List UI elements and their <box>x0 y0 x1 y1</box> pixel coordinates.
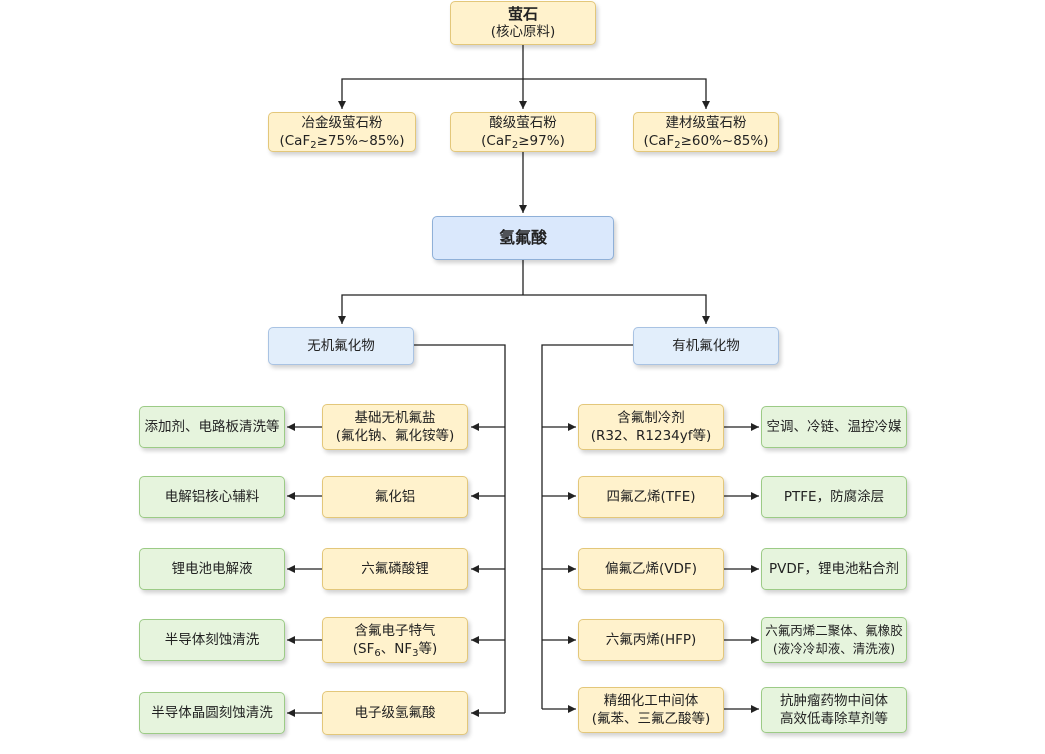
organic-node: 有机氟化物 <box>633 327 779 365</box>
grade-name: 建材级萤石粉 <box>665 115 747 131</box>
product-label: 六氟丙烯(HFP) <box>605 632 697 648</box>
use-label: 空调、冷链、温控冷媒 <box>766 419 902 435</box>
root-title: 萤石 <box>507 5 538 23</box>
grade-name: 冶金级萤石粉 <box>301 115 383 131</box>
inorganic-product-2: 氟化铝 <box>322 476 468 518</box>
organic-use-4: 六氟丙烯二聚体、氟橡胶 (液冷冷却液、清洗液) <box>761 617 907 663</box>
use-label: PTFE，防腐涂层 <box>783 489 885 505</box>
product-label: 含氟制冷剂 <box>617 410 685 426</box>
organic-use-5: 抗肿瘤药物中间体 高效低毒除草剂等 <box>761 687 907 733</box>
inorganic-use-3: 锂电池电解液 <box>139 548 285 590</box>
organic-use-2: PTFE，防腐涂层 <box>761 476 907 518</box>
inorganic-product-3: 六氟磷酸锂 <box>322 548 468 590</box>
use-label: 半导体晶圆刻蚀清洗 <box>151 705 273 721</box>
root-subtitle: (核心原料) <box>490 24 556 40</box>
organic-title: 有机氟化物 <box>672 338 740 354</box>
grade-spec: (CaF2≥60%~85%) <box>643 133 769 151</box>
use-detail: 高效低毒除草剂等 <box>780 711 888 727</box>
root-node-fluorite: 萤石 (核心原料) <box>450 1 596 45</box>
organic-use-3: PVDF，锂电池粘合剂 <box>761 548 907 590</box>
inorganic-title: 无机氟化物 <box>307 338 375 354</box>
organic-product-3: 偏氟乙烯(VDF) <box>578 548 724 590</box>
use-label: 添加剂、电路板清洗等 <box>144 419 280 435</box>
hf-label: 氢氟酸 <box>498 228 547 247</box>
hf-node: 氢氟酸 <box>432 216 614 260</box>
grade-node-acid: 酸级萤石粉 (CaF2≥97%) <box>450 112 596 152</box>
organic-product-4: 六氟丙烯(HFP) <box>578 619 724 661</box>
grade-spec: (CaF2≥97%) <box>481 133 565 151</box>
product-label: 精细化工中间体 <box>603 693 699 709</box>
organic-use-1: 空调、冷链、温控冷媒 <box>761 406 907 448</box>
product-label: 含氟电子特气 <box>354 623 436 639</box>
product-label: 氟化铝 <box>374 489 416 505</box>
inorganic-use-5: 半导体晶圆刻蚀清洗 <box>139 692 285 734</box>
organic-product-2: 四氟乙烯(TFE) <box>578 476 724 518</box>
inorganic-product-4: 含氟电子特气 (SF6、NF3等) <box>322 617 468 663</box>
product-label: 电子级氢氟酸 <box>354 705 436 721</box>
product-detail: (氟化钠、氟化铵等) <box>335 428 455 444</box>
grade-spec: (CaF2≥75%~85%) <box>279 133 405 151</box>
use-label: 半导体刻蚀清洗 <box>164 632 260 648</box>
use-label: 锂电池电解液 <box>171 561 253 577</box>
grade-name: 酸级萤石粉 <box>489 115 557 131</box>
use-label: 六氟丙烯二聚体、氟橡胶 <box>765 623 903 638</box>
product-label: 偏氟乙烯(VDF) <box>605 561 697 577</box>
inorganic-node: 无机氟化物 <box>268 327 414 365</box>
inorganic-product-1: 基础无机氟盐 (氟化钠、氟化铵等) <box>322 404 468 450</box>
product-detail: (R32、R1234yf等) <box>590 428 712 444</box>
inorganic-use-2: 电解铝核心辅料 <box>139 476 285 518</box>
use-label: PVDF，锂电池粘合剂 <box>768 561 900 577</box>
use-label: 电解铝核心辅料 <box>164 489 260 505</box>
grade-node-metallurgical: 冶金级萤石粉 (CaF2≥75%~85%) <box>268 112 416 152</box>
inorganic-use-1: 添加剂、电路板清洗等 <box>139 406 285 448</box>
product-label: 基础无机氟盐 <box>354 410 436 426</box>
grade-node-building: 建材级萤石粉 (CaF2≥60%~85%) <box>633 112 779 152</box>
product-detail: (SF6、NF3等) <box>352 641 438 659</box>
product-label: 四氟乙烯(TFE) <box>606 489 696 505</box>
organic-product-1: 含氟制冷剂 (R32、R1234yf等) <box>578 404 724 450</box>
inorganic-use-4: 半导体刻蚀清洗 <box>139 619 285 661</box>
product-label: 六氟磷酸锂 <box>361 561 429 577</box>
organic-product-5: 精细化工中间体 (氟苯、三氟乙酸等) <box>578 687 724 733</box>
product-detail: (氟苯、三氟乙酸等) <box>591 711 711 727</box>
use-label: 抗肿瘤药物中间体 <box>780 693 888 709</box>
inorganic-product-5: 电子级氢氟酸 <box>322 691 468 735</box>
use-detail: (液冷冷却液、清洗液) <box>772 641 896 656</box>
